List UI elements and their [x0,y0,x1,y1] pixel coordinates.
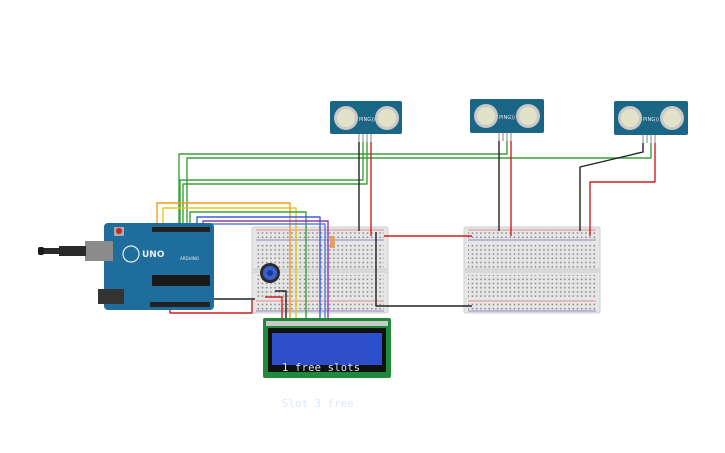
wire-orange [156,202,291,318]
lcd-line-2: Slot 3 free [282,398,354,410]
ultrasonic-sensor-2[interactable]: PING)) [470,99,544,133]
sensor-2-label: PING)) [499,115,515,121]
arduino-uno[interactable]: UNO ARDUINO [38,223,214,310]
resistor [330,236,335,248]
wire-black-rail [375,232,472,307]
wire-yellow [162,207,297,318]
ultrasonic-sensor-1[interactable]: PING)) [330,101,402,134]
wire-red-lcd [265,296,283,318]
wire-green-sensor-2 [178,141,508,231]
lcd-display: 1 free slots Slot 3 free [282,338,382,422]
wire-red-sensor-3 [589,143,656,236]
arduino-brand: UNO [142,250,165,260]
lcd-module[interactable] [263,318,391,378]
lcd-line-1: 1 free slots [282,362,361,374]
potentiometer[interactable] [260,263,280,283]
sensor-1-label: PING)) [359,117,375,123]
wire-black-sensor-3 [579,143,644,231]
wires [156,141,656,318]
arduino-logo-text: ARDUINO [180,256,199,261]
wire-green-sensor-1b [179,142,364,231]
wire-green-lcd [189,211,307,318]
sensor-pins [358,133,656,143]
lcd-screen [272,333,382,365]
sensor-3-label: PING)) [643,117,659,123]
wire-green-sensor-3 [186,143,652,231]
breadboard-right [463,226,601,314]
ultrasonic-sensor-3[interactable]: PING)) [614,101,688,135]
wire-black-lcd [275,290,287,318]
